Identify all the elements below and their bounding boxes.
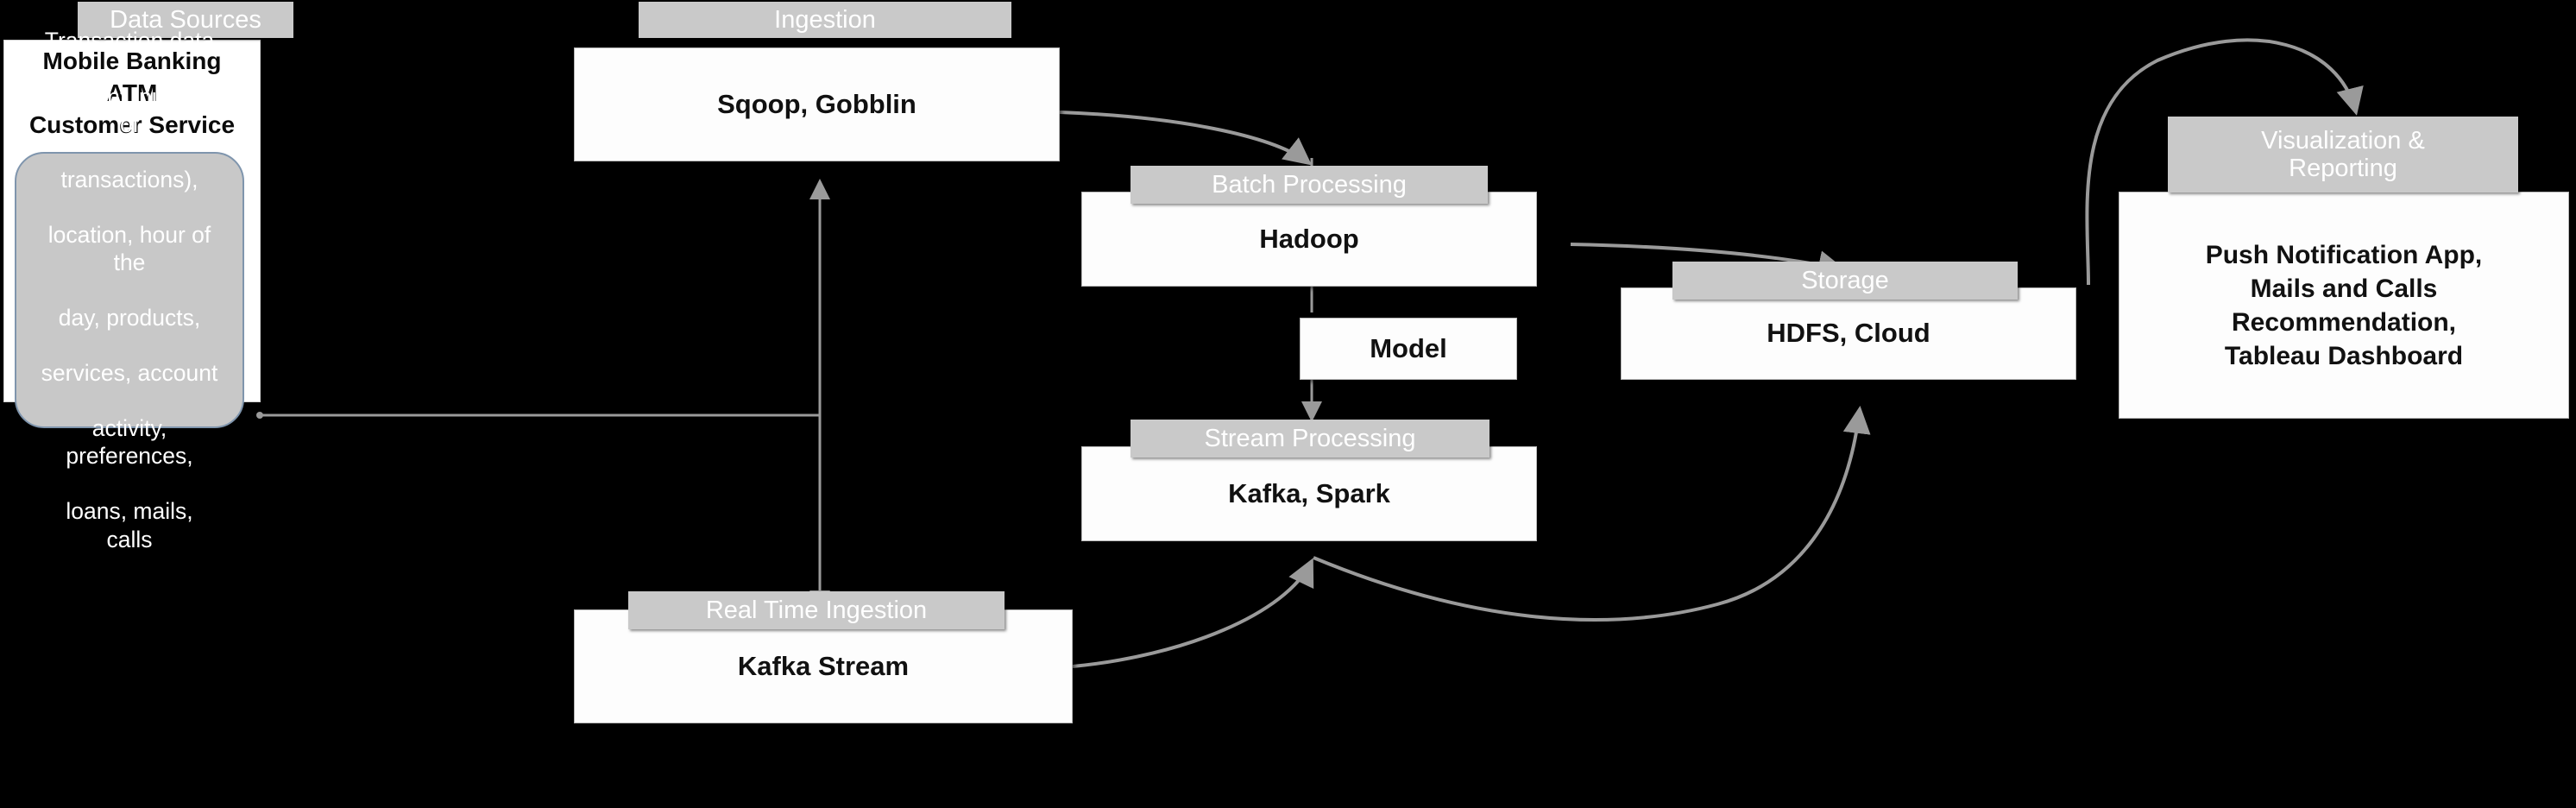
wire-real-time-ingestion-to-stream-processing bbox=[1072, 558, 1314, 668]
storage-header: Storage bbox=[1672, 262, 2018, 300]
batch-processing-header-label: Batch Processing bbox=[1212, 170, 1407, 199]
ingestion-body: Sqoop, Gobblin bbox=[717, 88, 916, 119]
visualization-header: Visualization & Reporting bbox=[2168, 117, 2518, 193]
ingestion-panel: Sqoop, Gobblin bbox=[574, 47, 1060, 161]
transaction-data-text: Transaction data (amount, number of tran… bbox=[41, 28, 218, 552]
stream-processing-header: Stream Processing bbox=[1131, 420, 1490, 458]
visualization-panel: Push Notification App, Mails and Calls R… bbox=[2119, 192, 2569, 419]
batch-processing-body: Hadoop bbox=[1259, 223, 1359, 254]
model-body: Model bbox=[1370, 332, 1447, 363]
storage-panel: HDFS, Cloud bbox=[1621, 287, 2076, 380]
batch-processing-header: Batch Processing bbox=[1131, 166, 1488, 204]
transaction-data-callout: Transaction data (amount, number of tran… bbox=[15, 28, 244, 552]
visualization-body: Push Notification App, Mails and Calls R… bbox=[2205, 240, 2483, 370]
wire-storage-to-visualization bbox=[2085, 38, 2364, 286]
stream-processing-header-label: Stream Processing bbox=[1204, 424, 1416, 452]
ingestion-header: Ingestion bbox=[639, 2, 1011, 38]
real-time-ingestion-header: Real Time Ingestion bbox=[628, 591, 1005, 629]
storage-header-label: Storage bbox=[1801, 266, 1889, 294]
data-sources-items: Mobile Banking ATM Customer Service bbox=[3, 45, 261, 142]
visualization-header-line-0: Visualization & bbox=[2261, 126, 2425, 155]
model-panel: Model bbox=[1300, 318, 1517, 380]
real-time-ingestion-header-label: Real Time Ingestion bbox=[705, 596, 928, 624]
ingestion-header-label: Ingestion bbox=[774, 5, 876, 34]
data-sources-item-0: Mobile Banking bbox=[42, 47, 222, 74]
data-sources-item-2: Customer Service bbox=[28, 111, 236, 139]
batch-processing-panel: Hadoop bbox=[1081, 192, 1537, 287]
wire-ingestion-to-batch-processing bbox=[1059, 110, 1313, 166]
data-sources-header-label: Data Sources bbox=[110, 5, 261, 34]
real-time-ingestion-body: Kafka Stream bbox=[737, 650, 910, 681]
wire-stream-processing-to-storage bbox=[1313, 406, 1871, 622]
storage-body: HDFS, Cloud bbox=[1767, 318, 1930, 349]
stream-processing-panel: Kafka, Spark bbox=[1081, 446, 1537, 541]
visualization-header-line-1: Reporting bbox=[2289, 155, 2397, 182]
data-sources-header: Data Sources bbox=[78, 2, 293, 38]
data-sources-item-1: ATM bbox=[106, 79, 158, 107]
stream-processing-body: Kafka, Spark bbox=[1228, 477, 1390, 508]
